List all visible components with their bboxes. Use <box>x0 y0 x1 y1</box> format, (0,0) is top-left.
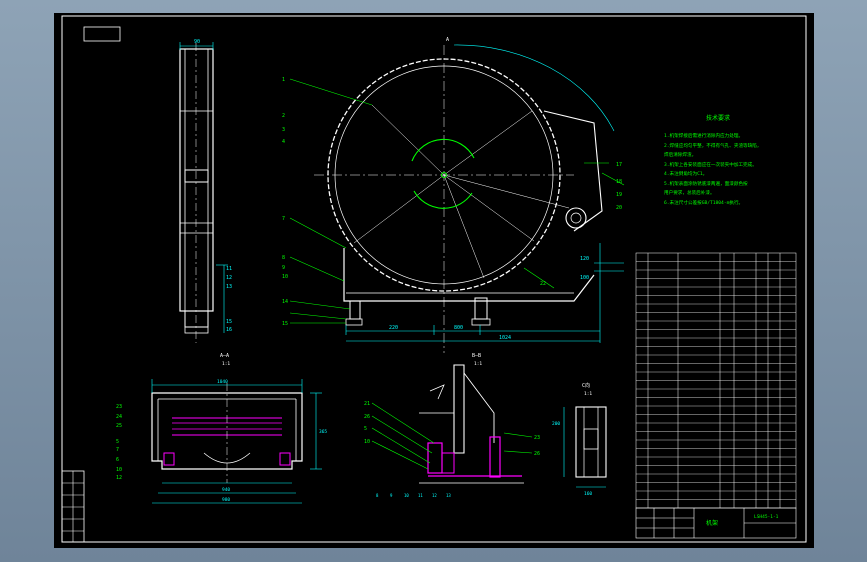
svg-text:1: 1 <box>282 77 285 83</box>
svg-text:17: 17 <box>616 162 622 168</box>
svg-text:14: 14 <box>282 299 288 305</box>
dim-base-left: 220 <box>389 325 398 331</box>
svg-text:11: 11 <box>226 266 232 272</box>
svg-text:8: 8 <box>282 255 285 261</box>
svg-text:11: 11 <box>418 493 423 498</box>
title-block-name: 机架 <box>706 519 718 527</box>
dim-top-width: 90 <box>194 39 200 45</box>
detail-label: C向 <box>582 382 590 389</box>
svg-text:12: 12 <box>432 493 437 498</box>
outer-frame <box>61 15 807 543</box>
svg-text:23: 23 <box>116 404 122 410</box>
note-line-3: 3.机架上各安装面应在一次装夹中加工完成。 <box>664 161 757 168</box>
dim-base-mid: 800 <box>454 325 463 331</box>
dim-right-height: 120 <box>580 256 589 262</box>
svg-text:4: 4 <box>282 139 285 145</box>
svg-text:20: 20 <box>616 205 622 211</box>
svg-text:5: 5 <box>116 439 119 445</box>
side-view <box>179 42 228 343</box>
detail-view <box>563 406 607 488</box>
dim-base-total: 1024 <box>499 335 511 341</box>
note-line-4: 4.未注倒角均为C1。 <box>664 170 707 177</box>
view-bb-scale: 1:1 <box>474 361 482 367</box>
side-view-callouts: 11 12 13 15 16 <box>226 266 232 333</box>
svg-text:18: 18 <box>616 179 622 185</box>
main-view-callouts: 1 2 3 4 7 8 9 10 14 15 22 17 18 19 20 <box>282 77 622 327</box>
svg-text:15: 15 <box>282 321 288 327</box>
dim-front-inner: 940 <box>222 487 230 493</box>
main-view <box>314 44 615 353</box>
view-aa-label: A—A <box>220 353 229 359</box>
svg-text:9: 9 <box>282 265 285 271</box>
section-bb-leaders <box>371 402 533 470</box>
dim-right-width: 100 <box>580 275 589 281</box>
svg-text:5: 5 <box>364 426 367 432</box>
svg-text:19: 19 <box>616 192 622 198</box>
svg-text:10: 10 <box>364 439 370 445</box>
svg-text:16: 16 <box>226 327 232 333</box>
svg-text:24: 24 <box>116 414 122 420</box>
main-view-dims <box>345 243 624 343</box>
svg-text:13: 13 <box>446 493 451 498</box>
svg-text:3: 3 <box>282 127 285 133</box>
svg-text:7: 7 <box>116 447 119 453</box>
note-line-2: 焊后清除焊渣。 <box>664 151 696 158</box>
technical-notes: 技术要求 1.机架焊接后需进行消除内应力处理。 2.焊缝应均匀平整，不得有气孔、… <box>664 114 761 206</box>
notes-title: 技术要求 <box>706 114 730 122</box>
front-view-dims <box>151 379 322 504</box>
svg-text:26: 26 <box>534 451 540 457</box>
svg-text:10: 10 <box>404 493 409 498</box>
svg-text:10: 10 <box>116 467 122 473</box>
svg-text:13: 13 <box>226 284 232 290</box>
front-view-callouts: 23 24 25 5 7 6 10 12 <box>116 404 122 481</box>
svg-text:7: 7 <box>282 216 285 222</box>
dim-front-base: 980 <box>222 497 230 503</box>
note-line-6: 用户要求，总装后补漆。 <box>664 189 715 196</box>
svg-text:2: 2 <box>282 113 285 119</box>
section-mark: A <box>446 37 449 43</box>
dim-front-width: 1040 <box>217 379 228 385</box>
svg-text:25: 25 <box>116 423 122 429</box>
svg-text:12: 12 <box>226 275 232 281</box>
svg-text:10: 10 <box>282 274 288 280</box>
svg-text:8: 8 <box>376 493 379 498</box>
svg-text:12: 12 <box>116 475 122 481</box>
front-view <box>151 383 303 483</box>
detail-scale: 1:1 <box>584 391 592 397</box>
main-view-leaders <box>289 78 625 324</box>
svg-text:9: 9 <box>390 493 393 498</box>
section-bb-bottom-dims: 8 9 10 11 12 13 <box>376 493 451 498</box>
title-block <box>635 507 797 539</box>
corner-box <box>83 26 121 42</box>
svg-text:15: 15 <box>226 319 232 325</box>
view-bb-label: B—B <box>472 353 481 359</box>
note-line-1: 2.焊缝应均匀平整，不得有气孔、夹渣等缺陷， <box>664 142 761 149</box>
svg-text:21: 21 <box>364 401 370 407</box>
dim-detail-height: 200 <box>552 421 560 427</box>
note-line-5: 5.机架表面涂防锈底漆两遍，面漆颜色按 <box>664 180 748 187</box>
svg-text:23: 23 <box>534 435 540 441</box>
dim-front-height: 365 <box>319 429 327 435</box>
section-bb-view <box>419 364 524 484</box>
svg-text:6: 6 <box>116 457 119 463</box>
dim-detail-width: 160 <box>584 491 592 497</box>
svg-text:22: 22 <box>540 281 546 287</box>
parts-list-rows <box>636 261 796 500</box>
svg-text:26: 26 <box>364 414 370 420</box>
view-aa-scale: 1:1 <box>222 361 230 367</box>
title-block-drawing-no: LSH45-1-1 <box>754 514 779 520</box>
note-line-7: 6.未注尺寸公差按GB/T1804-m执行。 <box>664 199 743 206</box>
note-line-0: 1.机架焊接后需进行消除内应力处理。 <box>664 132 743 139</box>
section-bb-callouts: 21 26 5 10 23 26 <box>364 401 540 457</box>
